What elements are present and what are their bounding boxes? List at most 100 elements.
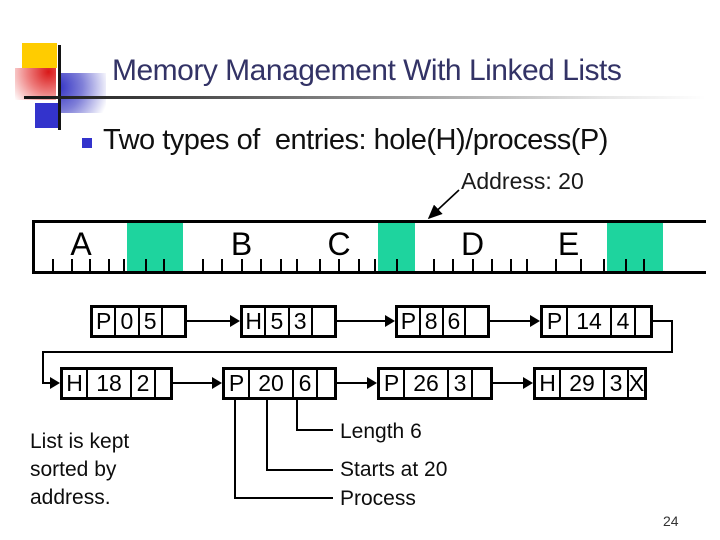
segment-label: C bbox=[327, 225, 351, 262]
list-node-h5: H 5 3 bbox=[240, 305, 337, 338]
logo-red-square bbox=[15, 68, 56, 100]
ruler-tick bbox=[221, 259, 223, 271]
node-length-cell: 6 bbox=[441, 308, 465, 335]
ruler-tick bbox=[433, 259, 436, 271]
wrap-line bbox=[42, 351, 673, 353]
node-start-cell: 26 bbox=[403, 370, 447, 397]
logo-vertical-line bbox=[58, 45, 61, 130]
ruler-tick bbox=[144, 259, 147, 271]
memory-segment-d: D bbox=[415, 223, 530, 271]
memory-segment-a: A bbox=[35, 223, 127, 271]
ruler-tick bbox=[201, 259, 204, 271]
node-pointer-cell bbox=[310, 308, 334, 335]
segment-label: A bbox=[70, 225, 92, 262]
callout-process: Process bbox=[340, 487, 416, 510]
wrap-line bbox=[42, 351, 44, 384]
ruler-tick bbox=[395, 259, 398, 271]
arrow-line bbox=[490, 320, 530, 322]
ruler-tick bbox=[279, 259, 282, 271]
ruler-tick bbox=[526, 259, 528, 271]
ruler-tick bbox=[490, 259, 493, 271]
ruler-tick bbox=[123, 259, 125, 271]
node-start-cell: 18 bbox=[86, 370, 130, 397]
callout-line-process bbox=[234, 399, 236, 499]
bullet-text: Two types of entries: hole(H)/process(P) bbox=[103, 124, 608, 156]
list-node-h18: H 18 2 bbox=[60, 367, 173, 400]
ruler-tick bbox=[260, 259, 262, 271]
node-start-cell: 5 bbox=[264, 308, 287, 335]
memory-segment-hole bbox=[663, 223, 706, 271]
node-pointer-cell bbox=[634, 308, 650, 335]
address-annotation: Address: 20 bbox=[461, 168, 584, 194]
node-pointer-cell bbox=[316, 370, 334, 397]
arrow-line bbox=[187, 320, 230, 322]
ruler-tick bbox=[643, 259, 646, 271]
list-node-p14: P 14 4 bbox=[540, 305, 653, 338]
node-type-cell: H bbox=[245, 308, 262, 334]
node-type-cell: H bbox=[66, 370, 83, 396]
logo-blue-square bbox=[35, 103, 59, 128]
segment-label: E bbox=[557, 225, 580, 262]
node-start-cell: 29 bbox=[559, 370, 603, 397]
bullet-icon bbox=[82, 138, 92, 148]
ruler-tick bbox=[70, 259, 73, 271]
node-pointer-cell bbox=[160, 308, 184, 335]
node-type-cell: P bbox=[400, 308, 417, 334]
ruler-tick bbox=[603, 259, 605, 271]
node-length-cell: 5 bbox=[137, 308, 161, 335]
ruler-tick bbox=[296, 259, 298, 271]
list-node-p0: P 0 5 bbox=[90, 305, 187, 338]
arrowhead bbox=[523, 377, 533, 389]
arrowhead bbox=[212, 377, 222, 389]
callout-line-starts bbox=[266, 469, 333, 471]
node-length-cell: 6 bbox=[292, 370, 316, 397]
wrap-line bbox=[651, 320, 673, 322]
segment-label: D bbox=[460, 225, 485, 262]
page-number: 24 bbox=[663, 513, 679, 529]
memory-segment-c: C bbox=[300, 223, 378, 271]
logo-yellow-square bbox=[22, 43, 57, 68]
address-arrow bbox=[427, 189, 460, 220]
ruler-tick bbox=[357, 259, 360, 271]
node-type-cell: P bbox=[546, 308, 563, 334]
wrap-line bbox=[671, 320, 673, 353]
ruler-tick bbox=[240, 259, 243, 271]
ruler-tick bbox=[89, 259, 92, 271]
callout-starts: Starts at 20 bbox=[340, 458, 448, 481]
node-length-cell: 3 bbox=[603, 370, 627, 397]
ruler-tick bbox=[509, 259, 512, 271]
ruler-tick bbox=[338, 259, 340, 271]
ruler-tick bbox=[471, 259, 474, 271]
node-pointer-cell bbox=[154, 370, 170, 397]
memory-segment-hole bbox=[127, 223, 183, 271]
node-type-cell: P bbox=[95, 308, 112, 334]
ruler-tick bbox=[452, 259, 455, 271]
ruler-tick bbox=[318, 259, 321, 271]
arrow-line bbox=[173, 382, 212, 384]
node-start-cell: 20 bbox=[248, 370, 292, 397]
node-length-cell: 2 bbox=[130, 370, 154, 397]
callout-line-starts bbox=[266, 399, 268, 471]
node-type-cell: P bbox=[383, 370, 400, 396]
ruler-tick bbox=[554, 259, 557, 271]
callout-line-length bbox=[296, 399, 298, 431]
caption-text: List is kept sorted by address. bbox=[30, 430, 130, 509]
memory-segment-hole bbox=[378, 223, 415, 271]
arrow-line bbox=[337, 382, 367, 384]
arrow-line bbox=[337, 320, 385, 322]
memory-segment-b: B bbox=[183, 223, 300, 271]
arrow-line bbox=[493, 382, 523, 384]
list-node-p20: P 20 6 bbox=[222, 367, 337, 400]
node-end-cell: X bbox=[627, 370, 644, 397]
logo-blue-gradient-square bbox=[58, 73, 106, 113]
node-length-cell: 4 bbox=[610, 308, 634, 335]
node-type-cell: H bbox=[539, 370, 556, 396]
title-underline bbox=[24, 96, 706, 99]
arrowhead bbox=[385, 315, 395, 327]
node-pointer-cell bbox=[464, 308, 487, 335]
callout-length: Length 6 bbox=[340, 420, 422, 443]
arrowhead bbox=[530, 315, 540, 327]
wrap-line bbox=[42, 382, 52, 384]
node-length-cell: 3 bbox=[287, 308, 311, 335]
